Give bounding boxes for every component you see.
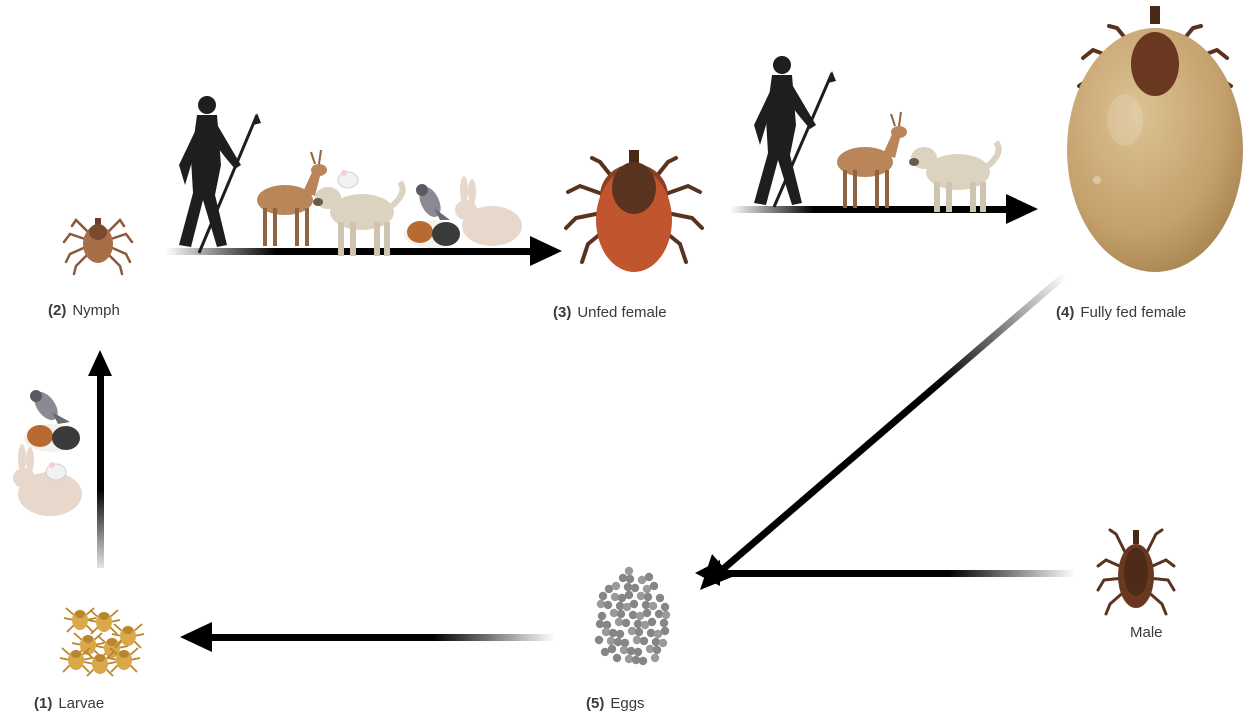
egg xyxy=(630,600,638,608)
stage-label-unfed-female: (3)Unfed female xyxy=(553,304,667,321)
mouse-icon xyxy=(338,170,358,188)
egg xyxy=(617,610,625,618)
egg xyxy=(650,582,658,590)
egg xyxy=(656,594,664,602)
larva xyxy=(108,648,140,672)
egg xyxy=(649,602,657,610)
fully-fed-female-tick-icon xyxy=(1067,6,1243,272)
nymph-tick-icon xyxy=(64,218,132,274)
deer-icon xyxy=(837,112,907,208)
egg xyxy=(625,591,633,599)
hosts-larvae-stage xyxy=(13,388,82,516)
arrow-fully-fed-female-to-eggs xyxy=(700,275,1065,590)
egg xyxy=(653,646,661,654)
egg xyxy=(634,648,642,656)
stage-label-nymph: (2)Nymph xyxy=(48,302,120,319)
egg xyxy=(661,603,669,611)
egg xyxy=(599,592,607,600)
egg xyxy=(660,619,668,627)
egg xyxy=(608,645,616,653)
rabbit-icon xyxy=(455,176,522,246)
egg xyxy=(640,637,648,645)
egg xyxy=(631,584,639,592)
larvae-icon xyxy=(60,608,144,676)
larva xyxy=(84,652,116,676)
egg xyxy=(659,639,667,647)
eggs-icon xyxy=(595,567,670,665)
egg xyxy=(648,618,656,626)
egg xyxy=(651,654,659,662)
human-hunter-icon xyxy=(179,96,261,253)
unfed-female-tick-icon xyxy=(566,150,702,272)
larva xyxy=(60,648,92,672)
falcon-icon xyxy=(415,184,450,221)
stage-label-fully-fed-female: (4)Fully fed female xyxy=(1056,304,1186,321)
egg xyxy=(595,636,603,644)
egg xyxy=(639,657,647,665)
dog-icon xyxy=(313,182,403,256)
human-hunter-icon xyxy=(754,56,836,207)
egg xyxy=(645,573,653,581)
egg xyxy=(616,630,624,638)
egg xyxy=(643,609,651,617)
egg xyxy=(662,611,670,619)
stage-label-eggs: (5)Eggs xyxy=(586,695,645,712)
arrow-male-to-eggs xyxy=(695,560,1075,586)
egg xyxy=(612,582,620,590)
guinea-pig-icon xyxy=(24,424,80,452)
egg xyxy=(626,575,634,583)
egg xyxy=(635,628,643,636)
falcon-icon xyxy=(29,388,70,425)
dog-icon xyxy=(909,142,999,212)
egg xyxy=(604,601,612,609)
male-label: Male xyxy=(1130,624,1163,641)
arrow-eggs-to-larvae xyxy=(180,622,555,652)
hosts-adult-stage xyxy=(754,56,999,212)
hosts-nymph-stage xyxy=(179,96,522,256)
male-tick-icon xyxy=(1098,530,1174,614)
egg xyxy=(625,567,633,575)
egg xyxy=(661,627,669,635)
guinea-pig-icon xyxy=(404,220,460,248)
mouse-icon xyxy=(46,462,66,480)
egg xyxy=(613,654,621,662)
arrow-larvae-to-nymph xyxy=(88,350,112,568)
larva xyxy=(88,610,120,634)
rabbit-icon xyxy=(13,444,82,516)
egg xyxy=(644,593,652,601)
stage-label-larvae: (1)Larvae xyxy=(34,695,104,712)
egg xyxy=(598,612,606,620)
egg xyxy=(622,619,630,627)
